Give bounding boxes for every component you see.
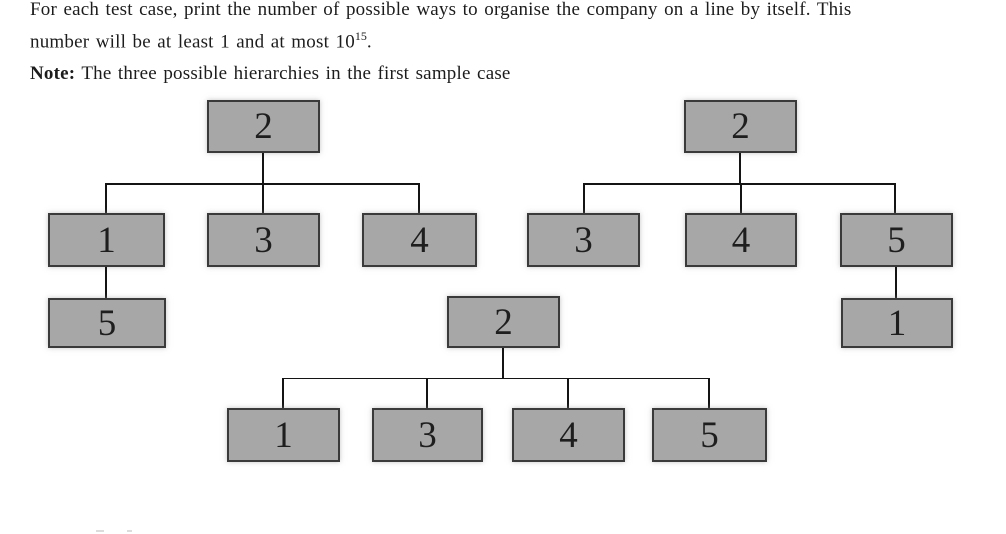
tree3-root-node: 2 bbox=[447, 296, 560, 348]
tree2-drop-line-1 bbox=[583, 183, 585, 213]
tree3-child-node-5: 5 bbox=[652, 408, 767, 462]
tree1-root-stem-line bbox=[262, 153, 264, 183]
note-line: Note:The three possible hierarchies in t… bbox=[30, 60, 511, 87]
paragraph-text: number will be at least 1 and at most 10 bbox=[30, 31, 355, 53]
tree3-horizontal-connector-line bbox=[283, 378, 709, 379]
superscript-exponent: 15 bbox=[354, 29, 367, 43]
tree1-drop-line-1 bbox=[105, 183, 107, 213]
tree1-grandchild-stem-line bbox=[105, 267, 107, 298]
paragraph-line-1: For each test case, print the number of … bbox=[30, 0, 851, 23]
note-label: Note: bbox=[30, 63, 76, 84]
tree3-drop-line-4 bbox=[708, 378, 710, 408]
note-text: The three possible hierarchies in the fi… bbox=[81, 63, 511, 84]
paragraph-text: . bbox=[366, 31, 372, 53]
tree1-drop-line-2 bbox=[262, 183, 264, 213]
tree2-child-node-4: 4 bbox=[685, 213, 797, 267]
tree2-horizontal-connector-line bbox=[583, 183, 896, 185]
tree1-child-node-1: 1 bbox=[48, 213, 165, 267]
tree3-child-node-1: 1 bbox=[227, 408, 340, 462]
cutoff-text-fragment bbox=[127, 530, 132, 532]
tree1-drop-line-3 bbox=[418, 183, 420, 213]
tree2-root-node: 2 bbox=[684, 100, 797, 153]
tree2-grandchild-stem-line bbox=[895, 267, 897, 298]
tree3-drop-line-3 bbox=[567, 378, 569, 408]
tree2-child-node-5: 5 bbox=[840, 213, 953, 267]
tree2-grandchild-node-1: 1 bbox=[841, 298, 953, 348]
tree2-child-node-3: 3 bbox=[527, 213, 640, 267]
tree3-drop-line-2 bbox=[426, 378, 428, 408]
tree2-root-stem-line bbox=[739, 153, 741, 183]
tree3-drop-line-1 bbox=[282, 378, 284, 408]
cutoff-text-fragment bbox=[96, 530, 104, 532]
tree1-child-node-4: 4 bbox=[362, 213, 477, 267]
paragraph-line-2: number will be at least 1 and at most 10… bbox=[30, 23, 372, 55]
tree3-child-node-3: 3 bbox=[372, 408, 483, 462]
paragraph-text: For each test case, print the number of … bbox=[30, 0, 852, 20]
tree1-grandchild-node-5: 5 bbox=[48, 298, 166, 348]
tree1-child-node-3: 3 bbox=[207, 213, 320, 267]
tree1-root-node: 2 bbox=[207, 100, 320, 153]
tree3-root-stem-line bbox=[502, 348, 504, 378]
tree3-child-node-4: 4 bbox=[512, 408, 625, 462]
tree2-drop-line-2 bbox=[740, 183, 742, 213]
tree2-drop-line-3 bbox=[894, 183, 896, 213]
